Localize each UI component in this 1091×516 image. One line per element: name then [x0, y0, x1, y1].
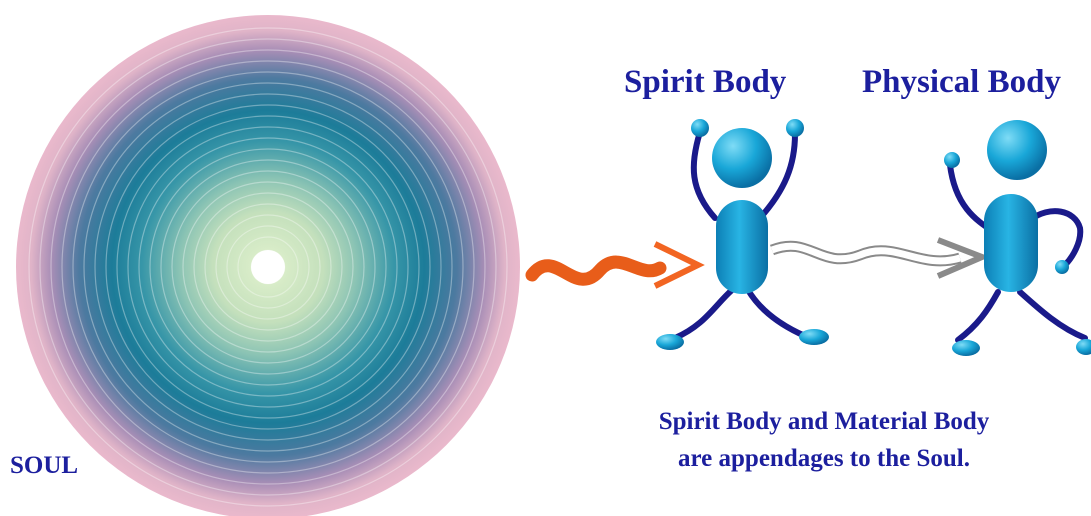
spirit-figure-icon	[656, 119, 829, 350]
soul-rings-icon	[0, 0, 540, 516]
soul-label: SOUL	[10, 452, 78, 480]
caption-line-1: Spirit Body and Material Body	[574, 403, 1074, 440]
wave-arrow-in-icon	[532, 244, 698, 286]
wave-arrow-connector-icon	[772, 240, 982, 276]
figures-illustration	[520, 110, 1091, 370]
physical-figure-icon	[944, 120, 1091, 356]
soul-center-hole	[251, 250, 285, 284]
caption-line-2: are appendages to the Soul.	[574, 440, 1074, 477]
physical-body-title: Physical Body	[862, 64, 1061, 101]
spirit-body-title: Spirit Body	[624, 64, 786, 101]
caption: Spirit Body and Material Body are append…	[574, 403, 1074, 477]
